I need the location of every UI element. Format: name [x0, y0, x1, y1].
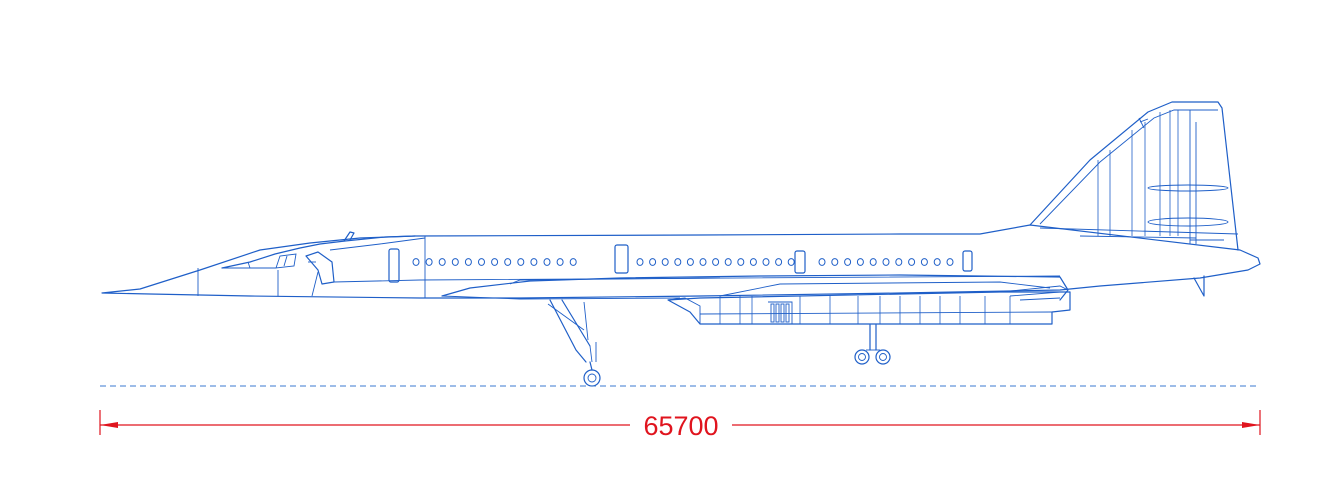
window: [438, 258, 446, 266]
window: [674, 258, 682, 266]
window: [686, 258, 694, 266]
window: [882, 258, 890, 266]
tail-fairing: [1147, 184, 1229, 192]
window: [649, 258, 657, 266]
window: [412, 258, 420, 266]
window: [530, 258, 538, 266]
wing-upper-fairing: [509, 277, 721, 285]
fuselage-panel-line: [333, 275, 1061, 283]
main-landing-gear: [854, 324, 891, 365]
window: [762, 258, 770, 266]
tail-leading-edge-inner: [1039, 109, 1218, 225]
window: [831, 258, 839, 266]
wing-leading-edge: [441, 274, 1069, 301]
canard-detail: [311, 271, 319, 297]
window: [636, 258, 644, 266]
window: [869, 258, 877, 266]
window: [491, 258, 499, 266]
window: [661, 258, 669, 266]
window: [464, 258, 472, 266]
airframe-outline: [101, 101, 1261, 387]
door-2: [614, 244, 629, 274]
cockpit-window: [275, 253, 297, 269]
door-3: [794, 250, 806, 274]
length-dimension: 65700: [99, 410, 1261, 441]
canard: [305, 251, 335, 285]
tail-tip: [1138, 117, 1149, 129]
exhaust-vents: [768, 301, 793, 324]
tail-base: [1039, 227, 1239, 241]
window: [787, 258, 795, 266]
cockpit-detail: [247, 261, 251, 269]
window: [895, 258, 903, 266]
engine-intake: [667, 297, 701, 324]
window: [517, 258, 525, 266]
window: [933, 258, 941, 266]
window: [844, 258, 852, 266]
window: [908, 258, 916, 266]
dimension-arrow-right: [1242, 422, 1260, 428]
window: [818, 258, 826, 266]
cockpit-canopy: [221, 235, 416, 269]
window: [775, 258, 783, 266]
cabin-windows: [412, 258, 954, 266]
vertical-stabilizer: [1029, 101, 1239, 251]
exhaust-nozzle: [999, 285, 1069, 301]
window: [543, 258, 551, 266]
window: [856, 258, 864, 266]
nacelle-panels: [719, 296, 1011, 324]
dimension-arrow-left: [100, 422, 118, 428]
window: [946, 258, 954, 266]
window: [737, 258, 745, 266]
door-4: [962, 250, 973, 272]
antenna: [343, 231, 355, 242]
fuselage-panel-line: [329, 237, 426, 251]
tail-fairing: [1147, 217, 1229, 227]
tail-spars: [1097, 110, 1179, 236]
nose-landing-gear: [547, 299, 601, 387]
window: [569, 258, 577, 266]
window: [556, 258, 564, 266]
cockpit-window-frame: [283, 255, 288, 267]
window: [920, 258, 928, 266]
engine-nacelle: [667, 291, 1071, 325]
wing-root-line: [441, 295, 681, 300]
dimension-value: 65700: [643, 411, 718, 441]
window: [699, 258, 707, 266]
window: [724, 258, 732, 266]
door-1: [388, 248, 400, 283]
wing-chord-line: [719, 281, 1051, 297]
window: [712, 258, 720, 266]
nacelle-line: [699, 311, 1053, 315]
fuselage-outline: [101, 224, 1261, 299]
ventral-fin: [1193, 275, 1205, 297]
window: [504, 258, 512, 266]
window: [451, 258, 459, 266]
window: [478, 258, 485, 266]
window: [749, 258, 757, 266]
window: [425, 258, 433, 266]
